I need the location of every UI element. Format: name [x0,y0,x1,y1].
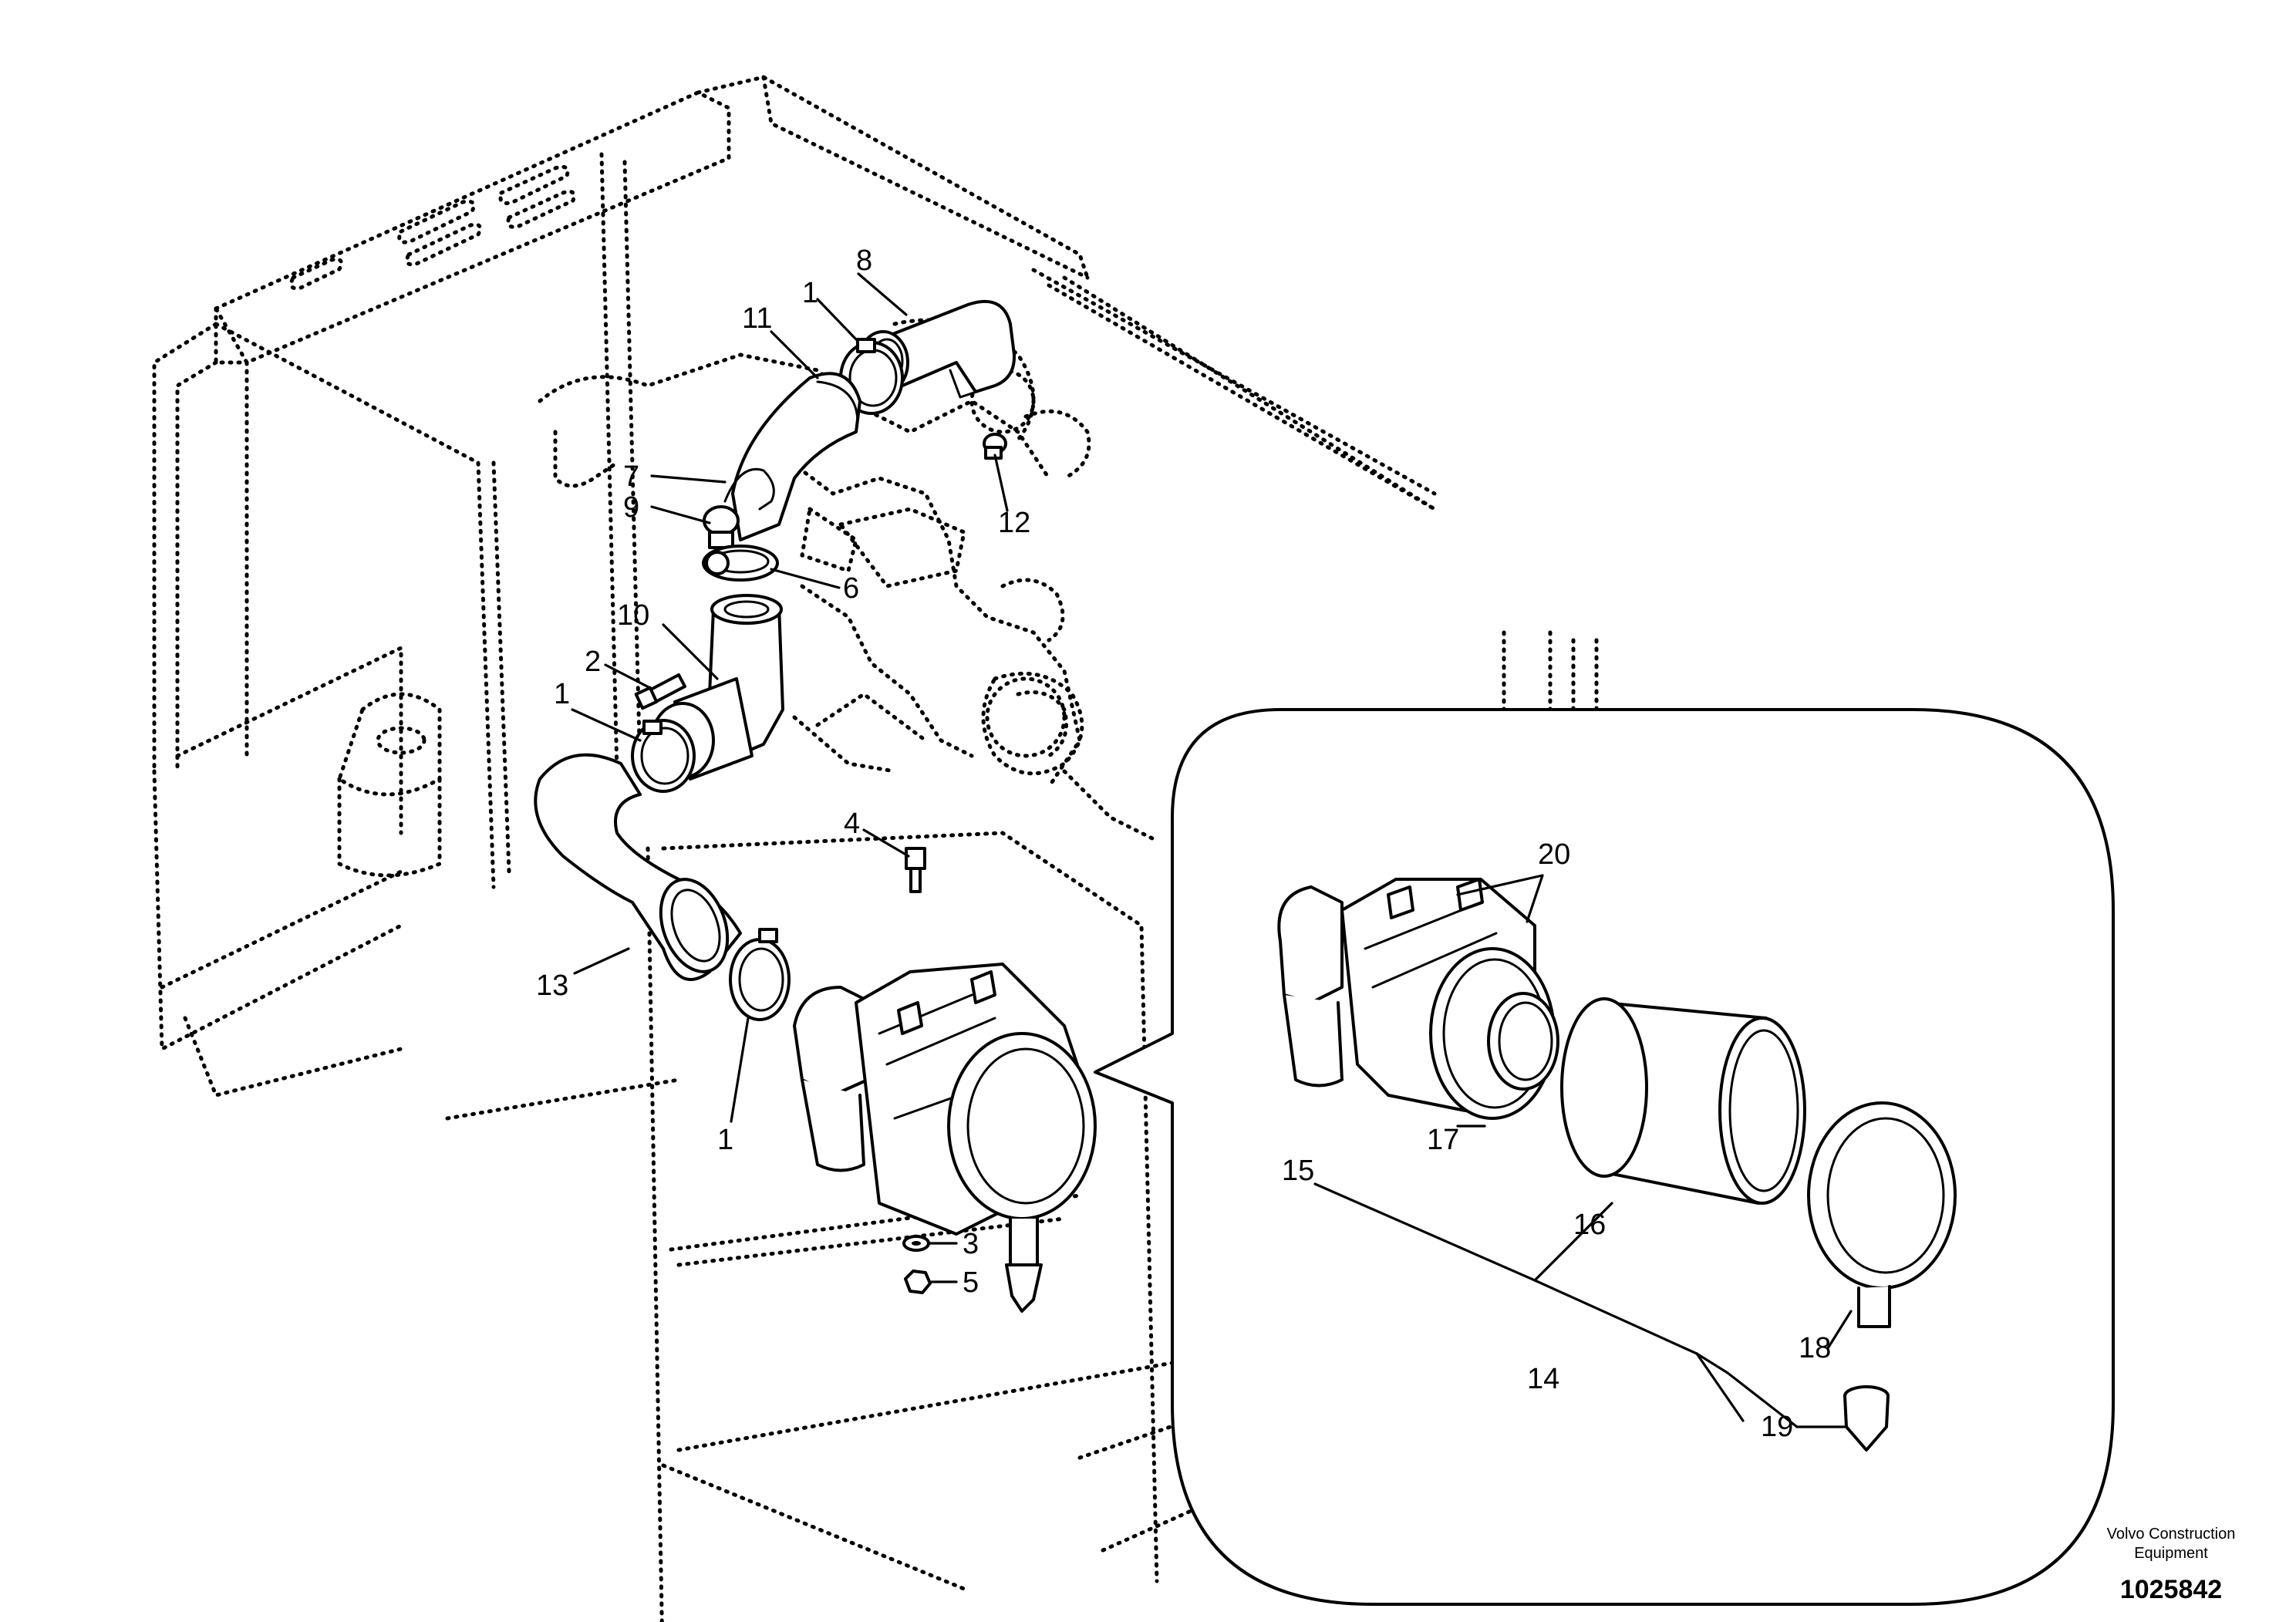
part-9-restriction-indicator [703,505,740,549]
machine-frame [152,75,1599,1622]
detail-part-17-safety-element [1487,992,1559,1091]
callout-6: 6 [843,572,859,605]
part-5-nut [904,1270,932,1294]
part-12-bolt [983,433,1007,460]
publisher-line-1: Volvo Construction [2107,1526,2236,1543]
part-7-sensor-line [723,468,775,511]
callout-5: 5 [963,1266,979,1299]
air-cleaner-assembly [793,963,1097,1313]
detail-part-19-vacuator-valve [1843,1385,1890,1452]
detail-part-16-filter-element [1560,997,1806,1205]
callout-18: 18 [1799,1332,1831,1364]
callout-4: 4 [844,808,860,840]
callout-7: 7 [623,460,639,493]
part-13-large-hose [534,753,742,981]
callout-17: 17 [1427,1124,1459,1156]
callout-12: 12 [998,507,1030,539]
callout-8: 8 [856,244,872,277]
parts [534,300,1097,1313]
callout-1-top: 1 [802,277,818,309]
callout-1-lower: 1 [717,1124,733,1156]
callout-14: 14 [1527,1363,1559,1395]
part-1-hose-clamp-lower [729,928,791,1021]
part-2-bolt [634,673,686,710]
part-3-washer [902,1235,930,1252]
document-footer: Volvo Construction Equipment 1025842 [2107,1526,2236,1604]
callout-11: 11 [742,302,772,335]
callout-10: 10 [617,599,649,632]
detail-part-18-cover [1807,1101,1957,1328]
callout-20: 20 [1538,838,1570,871]
callout-3: 3 [963,1228,979,1260]
callout-labels: 8 1 11 7 9 12 6 10 2 1 4 13 1 3 5 20 17 … [536,244,1831,1443]
callout-9: 9 [623,491,639,524]
part-1-hose-clamp-middle [631,719,696,793]
callout-15: 15 [1282,1155,1314,1187]
publisher-line-2: Equipment [2134,1545,2208,1562]
part-11-curved-hose [731,372,861,541]
callout-13: 13 [536,969,568,1002]
callout-2: 2 [585,646,601,678]
callout-16: 16 [1573,1209,1606,1241]
callout-1-middle: 1 [554,678,570,710]
part-6-ring-clamp [702,545,779,582]
detail-view-bubble [1094,708,2115,1606]
leader-lines [571,272,1853,1428]
document-number: 1025842 [2120,1575,2222,1604]
part-4-bolt [905,847,926,893]
callout-19: 19 [1761,1411,1793,1443]
